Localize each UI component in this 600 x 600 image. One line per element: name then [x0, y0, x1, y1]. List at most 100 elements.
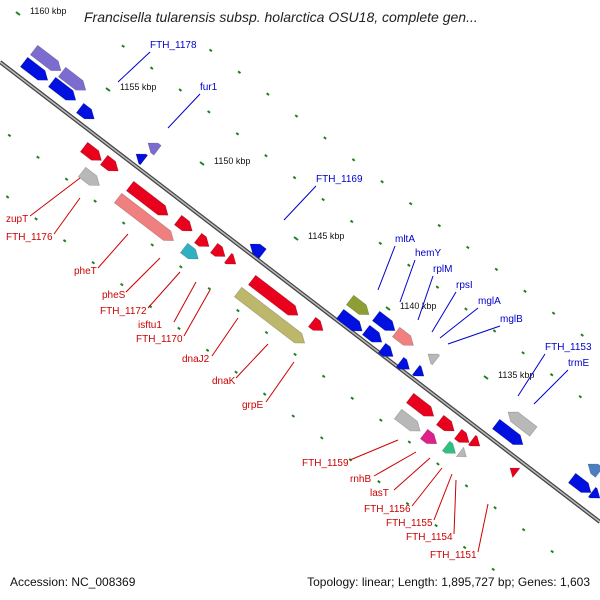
background-tick	[491, 567, 496, 572]
gene-label-top: rplM	[417, 264, 452, 321]
leader-line	[433, 473, 453, 521]
gene-name: trmE	[568, 358, 589, 369]
background-tick	[521, 351, 525, 355]
background-tick	[493, 506, 497, 510]
gene-feature	[125, 180, 169, 216]
gene-label-bottom: FTH_1154	[406, 479, 457, 543]
gene-name: mglA	[478, 296, 501, 307]
gene-feature	[79, 141, 102, 161]
gene-feature	[441, 440, 456, 454]
background-tick	[580, 333, 584, 337]
background-tick	[437, 223, 442, 228]
gene-feature	[233, 286, 306, 344]
gene-name: FTH_1176	[6, 232, 53, 243]
gene-name: lasT	[370, 488, 389, 499]
background-tick	[521, 527, 526, 532]
background-tick	[462, 545, 467, 550]
leader-line	[399, 259, 416, 303]
background-tick	[266, 92, 270, 96]
gene-label-bottom: FTH_1151	[430, 503, 489, 561]
gene-feature	[135, 153, 149, 166]
background-tick	[350, 396, 355, 400]
leader-line	[417, 275, 434, 321]
background-tick	[207, 110, 211, 114]
gene-label-top: FTH_1153	[517, 342, 592, 397]
background-tick	[262, 392, 267, 396]
background-tick	[523, 289, 527, 293]
leader-line	[167, 93, 201, 129]
leader-line	[349, 439, 399, 461]
gene-feature	[587, 463, 600, 478]
gene-name: mltA	[395, 234, 415, 245]
gene-label-bottom: FTH_1176	[6, 197, 81, 243]
background-tick	[36, 155, 40, 160]
gene-name: dnaK	[212, 376, 236, 387]
gene-name: pheS	[102, 290, 126, 301]
leader-line	[97, 233, 129, 269]
background-tick	[492, 329, 497, 333]
gene-label-bottom: grpE	[242, 361, 295, 411]
gene-feature	[507, 411, 538, 437]
background-tick	[578, 394, 583, 399]
leader-line	[439, 307, 479, 339]
background-tick	[91, 260, 96, 265]
gene-label-bottom: dnaK	[212, 343, 269, 387]
gene-label-bottom: dnaJ2	[182, 317, 239, 365]
background-tick	[407, 263, 411, 267]
background-tick	[321, 374, 326, 379]
gene-label-bottom: pheT	[74, 233, 129, 277]
background-tick	[120, 282, 124, 287]
background-tick	[234, 370, 238, 374]
background-tick	[7, 133, 12, 138]
gene-feature	[453, 428, 470, 443]
gene-feature	[391, 326, 414, 346]
leader-line	[533, 369, 569, 405]
gene-label-top: fur1	[167, 82, 218, 129]
leader-line	[183, 289, 211, 337]
gene-feature	[455, 446, 467, 458]
leader-line	[147, 271, 181, 309]
background-tick	[150, 243, 155, 247]
gene-feature	[75, 102, 95, 120]
gene-feature	[427, 353, 441, 366]
genome-summary-text: Topology: linear; Length: 1,895,727 bp; …	[307, 575, 590, 589]
scale-marker: 1160 kbp	[15, 6, 66, 16]
background-tick	[208, 48, 213, 53]
gene-feature	[113, 192, 174, 241]
gene-feature	[509, 467, 521, 479]
gene-label-bottom: FTH_1155	[386, 473, 453, 529]
gene-name: FTH_1169	[316, 174, 363, 185]
leader-line	[53, 197, 81, 235]
gene-name: FTH_1154	[406, 532, 453, 543]
leader-line	[477, 503, 489, 553]
gene-name: FTH_1172	[100, 306, 147, 317]
gene-feature	[377, 342, 394, 357]
gene-feature	[491, 418, 524, 445]
gene-name: fur1	[200, 82, 218, 93]
background-tick	[264, 330, 269, 335]
gene-feature	[435, 414, 455, 432]
gene-feature	[249, 243, 267, 259]
background-tick	[121, 221, 126, 225]
gene-label-bottom: FTH_1170	[136, 289, 211, 345]
background-tick	[34, 217, 38, 221]
gene-name: hemY	[415, 248, 441, 259]
background-tick	[494, 267, 499, 272]
leader-line	[411, 467, 443, 507]
background-tick	[5, 195, 10, 199]
background-tick	[323, 136, 327, 140]
scale-marker: 1140 kbp	[385, 301, 436, 311]
gene-label-bottom: FTH_1156	[364, 467, 443, 515]
background-tick	[380, 180, 384, 184]
background-tick	[177, 326, 181, 331]
gene-name: grpE	[242, 400, 263, 411]
gene-label-bottom: zupT	[6, 177, 81, 225]
gene-feature	[179, 242, 199, 260]
scale-marker: 1135 kbp	[483, 370, 534, 380]
background-tick	[551, 311, 556, 315]
gene-feature	[395, 356, 410, 370]
gene-label-top: rpsI	[431, 280, 473, 333]
leader-line	[373, 451, 417, 477]
scale-tick	[293, 236, 299, 241]
background-tick	[64, 177, 69, 181]
